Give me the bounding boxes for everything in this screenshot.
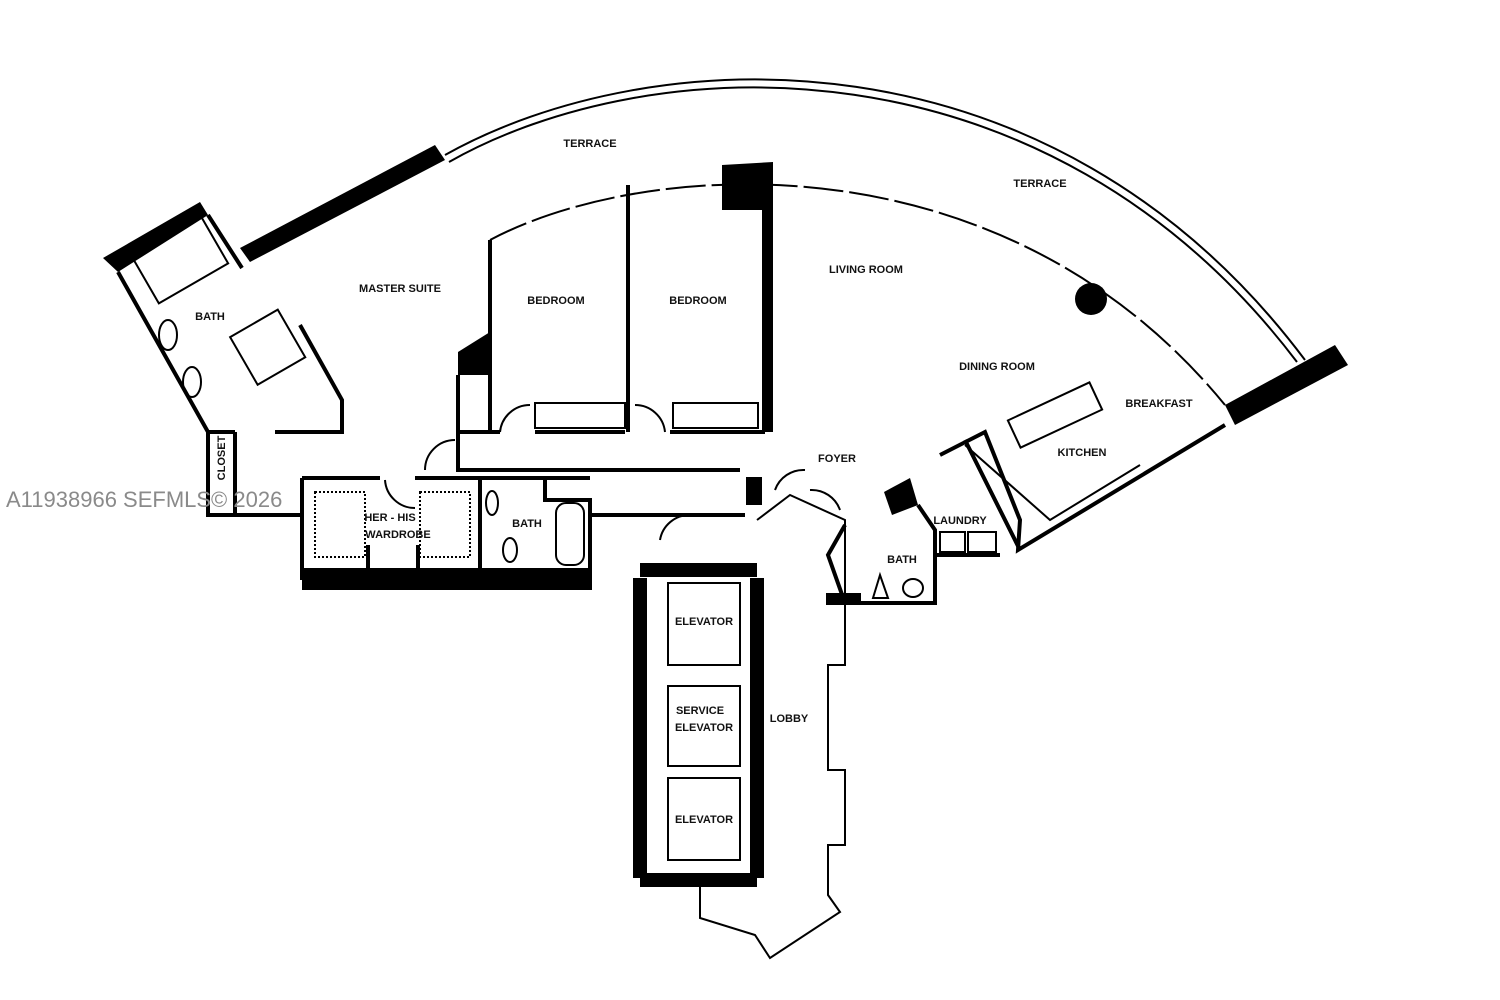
label-wardrobe-1: HER - HIS: [364, 512, 415, 524]
label-hall-bath: BATH: [512, 518, 542, 530]
wall-laundry-bath: [825, 439, 1022, 605]
bathtub: [129, 214, 230, 305]
bath-sink: [902, 578, 924, 598]
wall-wardrobe: [300, 476, 592, 580]
label-lobby: LOBBY: [770, 713, 809, 725]
wardrobe-shelf-right: [419, 491, 471, 558]
washer: [939, 531, 966, 553]
bedroom-2-closet: [672, 402, 759, 429]
wall-terrace-west: [240, 145, 445, 262]
door-lobby: [659, 513, 691, 541]
sink-1: [158, 319, 178, 351]
hall-toilet: [502, 537, 518, 563]
label-elevator-2: ELEVATOR: [675, 814, 733, 826]
kitchen-counter: [964, 444, 1141, 522]
label-closet: CLOSET: [216, 435, 228, 480]
dryer: [967, 531, 997, 553]
bedroom-1-closet: [534, 402, 626, 429]
wall-bedroom-east: [722, 162, 773, 432]
window-wall-arc: [489, 183, 1226, 406]
elevator-2-car: [667, 777, 741, 861]
wall-elevator-core: [633, 563, 764, 887]
label-bedroom-1: BEDROOM: [527, 295, 584, 307]
hall-sink: [485, 490, 499, 516]
door-bedroom-2: [634, 403, 666, 433]
wall-bath-bottom: [826, 593, 861, 605]
label-powder-bath: BATH: [887, 554, 917, 566]
label-service-elevator-2: ELEVATOR: [675, 722, 733, 734]
kitchen-island: [1006, 381, 1104, 449]
wall-foyer-closet: [884, 478, 918, 515]
label-kitchen: KITCHEN: [1058, 447, 1107, 459]
door-bedroom-1: [499, 403, 531, 433]
terrace-outer-railing-inner: [448, 86, 1298, 363]
service-elevator-car: [667, 685, 741, 767]
label-foyer: FOYER: [818, 453, 856, 465]
wall-corridor: [456, 432, 745, 517]
label-master-suite: MASTER SUITE: [359, 283, 441, 295]
bath-toilet: [871, 571, 890, 599]
shower: [228, 308, 307, 387]
hall-bathtub: [555, 502, 585, 566]
wardrobe-shelf-left: [314, 491, 366, 558]
label-living-room: LIVING ROOM: [829, 264, 903, 276]
wall-bedroom-west: [458, 332, 490, 375]
wall-master-bath-top: [103, 202, 208, 272]
label-service-elevator-1: SERVICE: [676, 705, 724, 717]
column-foyer: [746, 477, 762, 505]
wall-lobby: [699, 493, 846, 960]
sink-2: [182, 366, 202, 398]
wall-closet: [206, 432, 302, 517]
mls-watermark: A11938966 SEFMLS© 2026: [6, 487, 282, 512]
label-wardrobe-2: WARDROBE: [365, 529, 430, 541]
door-entry: [774, 468, 841, 511]
label-elevator-1: ELEVATOR: [675, 616, 733, 628]
elevator-1-car: [667, 582, 741, 666]
label-dining-room: DINING ROOM: [959, 361, 1035, 373]
wall-kitchen: [939, 423, 1227, 554]
label-terrace-1: TERRACE: [563, 138, 616, 150]
label-bedroom-2: BEDROOM: [669, 295, 726, 307]
door-master: [424, 439, 456, 471]
label-terrace-2: TERRACE: [1013, 178, 1066, 190]
structural-column: [1075, 283, 1107, 315]
label-laundry: LAUNDRY: [933, 515, 987, 527]
wall-bedrooms: [456, 185, 765, 434]
terrace-outer-railing: [444, 78, 1306, 361]
wall-wardrobe-bottom: [302, 568, 592, 590]
wall-terrace-east: [1225, 345, 1348, 425]
label-breakfast: BREAKFAST: [1125, 398, 1193, 410]
door-wardrobe: [384, 479, 416, 510]
label-master-bath: BATH: [195, 311, 225, 323]
